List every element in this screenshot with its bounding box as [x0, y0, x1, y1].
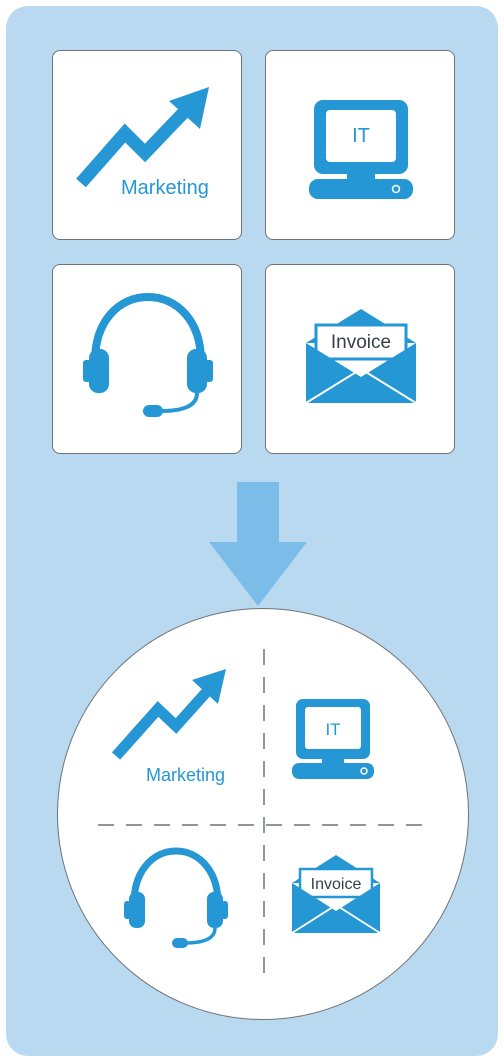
it-label: IT — [352, 125, 370, 147]
down-arrow-icon — [209, 482, 307, 606]
support-tile — [52, 264, 242, 454]
combined-marketing: Marketing — [111, 669, 226, 785]
combined-circle: Marketing IT — [57, 608, 469, 1020]
invoice-label: Invoice — [331, 332, 391, 353]
headset-icon — [83, 292, 213, 417]
combined-support — [124, 847, 228, 948]
marketing-tile: Marketing — [52, 50, 242, 240]
headset-icon — [124, 847, 228, 948]
trend-arrow-icon — [111, 669, 226, 760]
combined-invoice-label: Invoice — [311, 876, 362, 893]
diagram-panel: Marketing IT — [6, 6, 498, 1056]
invoice-tile: Invoice — [265, 264, 455, 454]
combined-marketing-label: Marketing — [146, 765, 225, 785]
combined-invoice: Invoice — [291, 855, 381, 934]
circle-divider-lines — [98, 649, 430, 981]
combined-it: IT — [292, 699, 374, 779]
it-tile: IT — [265, 50, 455, 240]
trend-arrow-icon — [76, 87, 209, 188]
marketing-label: Marketing — [121, 177, 209, 199]
computer-monitor-icon — [309, 100, 413, 199]
combined-it-label: IT — [325, 720, 340, 739]
computer-monitor-icon — [292, 699, 374, 779]
envelope-invoice-icon — [305, 309, 417, 404]
envelope-invoice-icon — [291, 855, 381, 934]
